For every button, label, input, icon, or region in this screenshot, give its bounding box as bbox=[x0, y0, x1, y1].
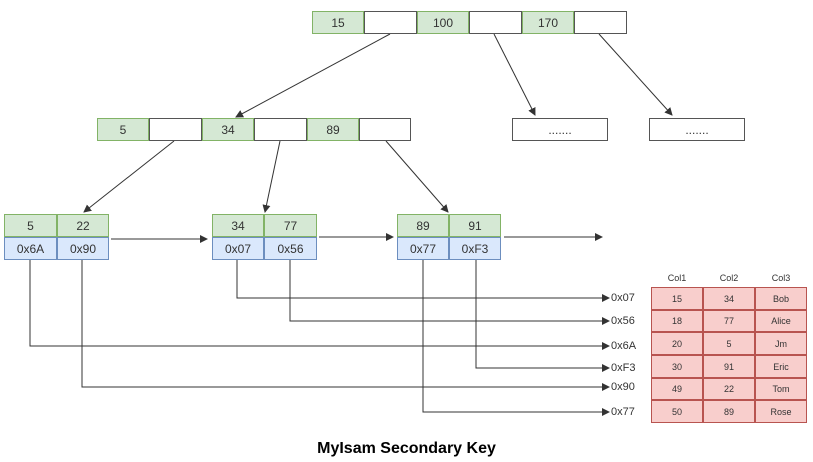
internal-pointer-2 bbox=[254, 118, 307, 141]
edge-internal-to-leaf-2 bbox=[262, 140, 281, 213]
table-header-col1: Col1 bbox=[667, 273, 687, 283]
table-cell: Jm bbox=[755, 332, 807, 355]
leaf-2-key-1: 34 bbox=[212, 214, 264, 237]
table-cell: 34 bbox=[703, 287, 755, 310]
edge-internal-to-leaf-3 bbox=[385, 140, 449, 213]
leaf-3-pointer-2: 0xF3 bbox=[449, 237, 501, 260]
table-header-col3: Col3 bbox=[771, 273, 791, 283]
edge-ptr-0x56 bbox=[289, 260, 610, 325]
internal-pointer-1 bbox=[149, 118, 202, 141]
row-pointer-label: 0xF3 bbox=[611, 362, 636, 374]
leaf-1-key-1: 5 bbox=[4, 214, 57, 237]
table-cell: Rose bbox=[755, 400, 807, 423]
table-header-col2: Col2 bbox=[719, 273, 739, 283]
table-cell: 15 bbox=[651, 287, 703, 310]
internal-key-3: 89 bbox=[307, 118, 359, 141]
edge-ptr-0xF3 bbox=[475, 260, 610, 372]
table-cell: 22 bbox=[703, 378, 755, 400]
leaf-3-key-2: 91 bbox=[449, 214, 501, 237]
table-cell: 20 bbox=[651, 332, 703, 355]
edge-root-to-internal bbox=[235, 33, 391, 118]
table-cell: 18 bbox=[651, 310, 703, 332]
leaf-1-pointer-2: 0x90 bbox=[57, 237, 109, 260]
root-pointer-1 bbox=[364, 11, 417, 34]
table-cell: 30 bbox=[651, 355, 703, 378]
edge-root-to-placeholder-2 bbox=[598, 33, 673, 116]
root-pointer-3 bbox=[574, 11, 627, 34]
diagram-title: MyIsam Secondary Key bbox=[317, 440, 496, 457]
edge-ptr-0x77 bbox=[422, 260, 610, 416]
leaf-3-pointer-1: 0x77 bbox=[397, 237, 449, 260]
placeholder-node-2: ....... bbox=[649, 118, 745, 141]
root-pointer-2 bbox=[469, 11, 522, 34]
row-pointer-label: 0x77 bbox=[611, 406, 635, 418]
row-pointer-label: 0x90 bbox=[611, 381, 635, 393]
internal-pointer-3 bbox=[359, 118, 411, 141]
root-key-3: 170 bbox=[522, 11, 574, 34]
leaf-1-pointer-1: 0x6A bbox=[4, 237, 57, 260]
edge-root-to-placeholder-1 bbox=[493, 33, 536, 116]
table-cell: 91 bbox=[703, 355, 755, 378]
table-cell: 77 bbox=[703, 310, 755, 332]
row-pointer-label: 0x07 bbox=[611, 292, 635, 304]
placeholder-node-1: ....... bbox=[512, 118, 608, 141]
leaf-2-pointer-1: 0x07 bbox=[212, 237, 264, 260]
edge-ptr-0x6A bbox=[29, 260, 610, 350]
table-cell: Eric bbox=[755, 355, 807, 378]
internal-key-1: 5 bbox=[97, 118, 149, 141]
internal-key-2: 34 bbox=[202, 118, 254, 141]
row-pointer-label: 0x6A bbox=[611, 340, 637, 352]
table-cell: 49 bbox=[651, 378, 703, 400]
table-cell: 89 bbox=[703, 400, 755, 423]
edge-internal-to-leaf-1 bbox=[83, 140, 175, 213]
table-cell: Tom bbox=[755, 378, 807, 400]
table-cell: Bob bbox=[755, 287, 807, 310]
leaf-3-key-1: 89 bbox=[397, 214, 449, 237]
edge-ptr-0x90 bbox=[81, 260, 610, 391]
leaf-2-key-2: 77 bbox=[264, 214, 317, 237]
leaf-2-pointer-2: 0x56 bbox=[264, 237, 317, 260]
table-cell: 50 bbox=[651, 400, 703, 423]
table-cell: Alice bbox=[755, 310, 807, 332]
leaf-1-key-2: 22 bbox=[57, 214, 109, 237]
table-cell: 5 bbox=[703, 332, 755, 355]
edge-ptr-0x07 bbox=[236, 260, 610, 302]
root-key-1: 15 bbox=[312, 11, 364, 34]
row-pointer-label: 0x56 bbox=[611, 315, 635, 327]
root-key-2: 100 bbox=[417, 11, 469, 34]
